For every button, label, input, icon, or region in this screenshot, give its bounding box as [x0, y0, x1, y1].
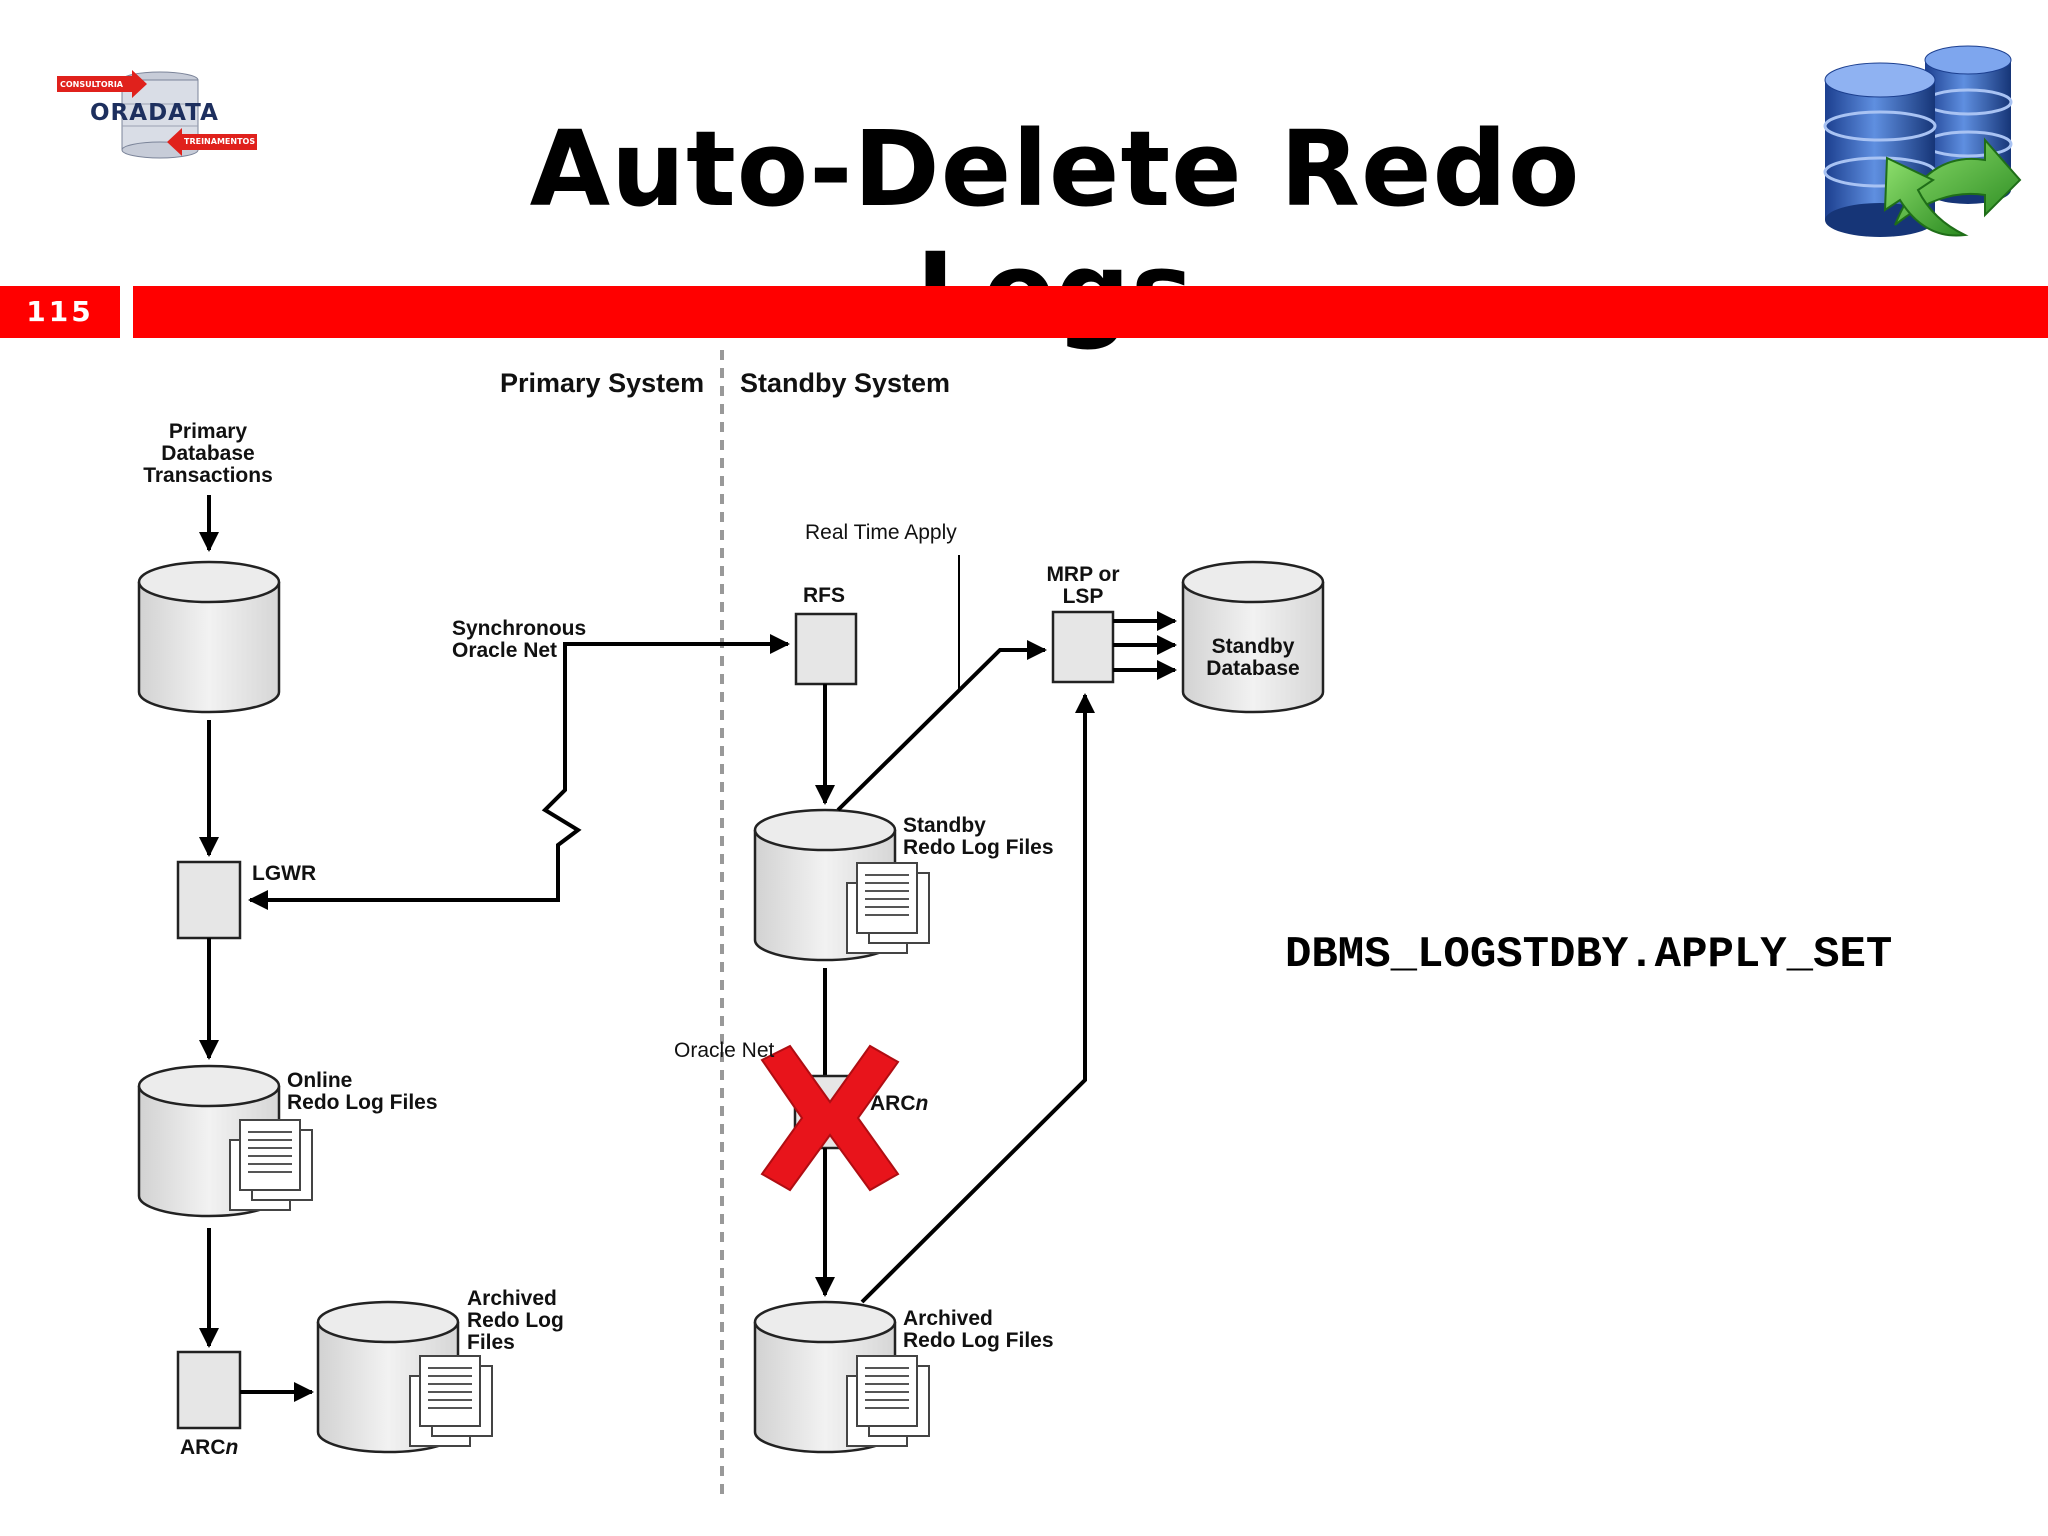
primary-database-cylinder — [137, 560, 281, 714]
online-redo-label: Online Redo Log Files — [287, 1069, 438, 1114]
rfs-label: RFS — [803, 584, 845, 607]
arrow-standby-redo-to-mrp — [836, 640, 1047, 812]
primary-archived-label: Archived Redo Log Files — [467, 1287, 564, 1354]
mrp-lsp-box — [1051, 610, 1115, 684]
online-redo-docs — [229, 1119, 313, 1211]
oradata-logo-icon — [57, 70, 257, 159]
primary-arcn-label: ARCn — [180, 1436, 239, 1459]
logo-name: ORADATA — [90, 100, 219, 126]
database-sync-icon — [1823, 45, 2022, 237]
primary-system-header: Primary System — [500, 368, 705, 398]
standby-arcn-label: ARCn — [870, 1092, 929, 1115]
standby-database-label: Standby Database — [1206, 635, 1300, 680]
page-number-bar — [0, 286, 120, 338]
mrp-lsp-label: MRP or LSP — [1046, 563, 1120, 608]
logo-tag-bottom: TREINAMENTOS — [184, 137, 256, 146]
real-time-apply-label: Real Time Apply — [805, 521, 957, 544]
standby-archived-docs — [846, 1355, 930, 1447]
standby-redo-docs — [846, 862, 930, 954]
primary-transactions-label: Primary Database Transactions — [143, 420, 273, 487]
oracle-net-label: Oracle Net — [674, 1039, 775, 1062]
sync-net-line — [248, 642, 788, 910]
api-call-text: DBMS_LOGSTDBY.APPLY_SET — [1285, 930, 1893, 980]
red-x-icon — [760, 1044, 900, 1192]
standby-system-header: Standby System — [740, 368, 951, 398]
redo-transport-diagram — [137, 350, 1325, 1500]
arrow-archived-to-mrp — [860, 693, 1095, 1304]
standby-archived-label: Archived Redo Log Files — [903, 1307, 1054, 1352]
lgwr-box — [176, 860, 242, 940]
sync-net-label: Synchronous Oracle Net — [452, 617, 587, 662]
primary-archived-docs — [409, 1355, 493, 1447]
rfs-box — [794, 612, 858, 686]
title-divider-bar — [133, 286, 2048, 338]
logo-tag-top: CONSULTORIA — [60, 80, 123, 89]
standby-redo-label: Standby Redo Log Files — [903, 814, 1054, 859]
page-number: 115 — [26, 295, 94, 328]
primary-arcn-box — [176, 1350, 242, 1430]
lgwr-label: LGWR — [252, 862, 317, 885]
